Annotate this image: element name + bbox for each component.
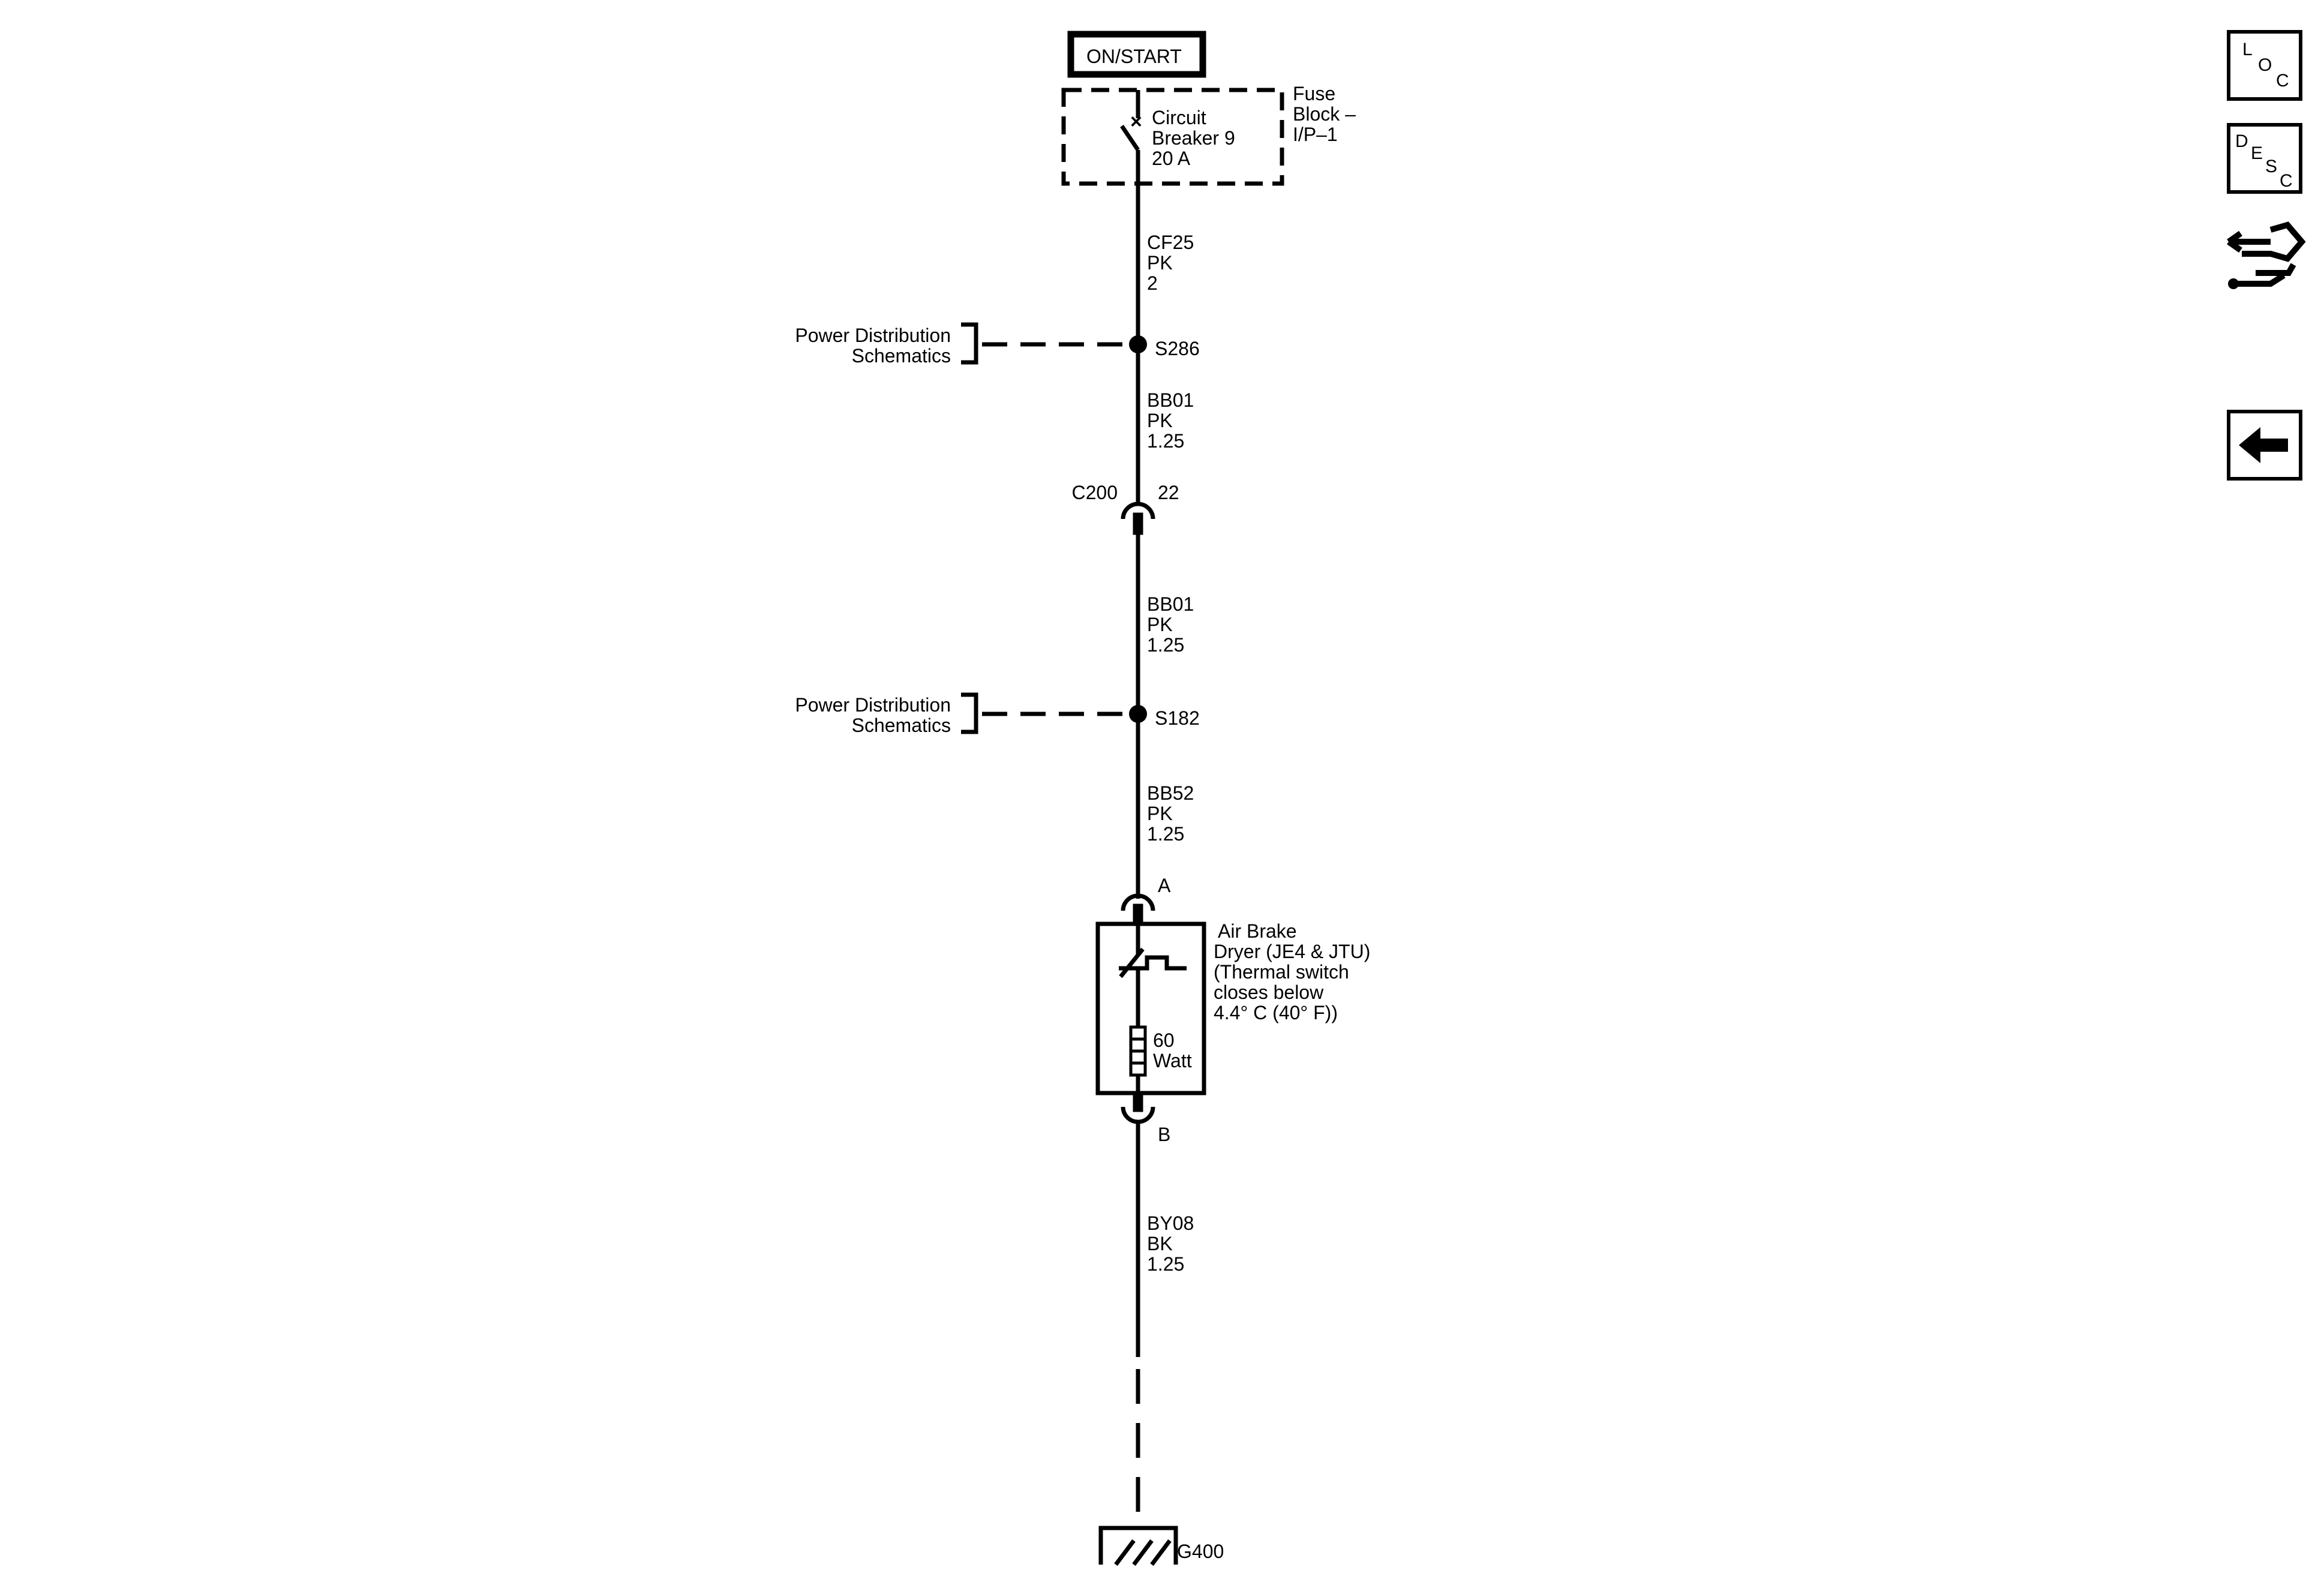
desc-letter-d: D [2235, 131, 2248, 151]
wire-2-size: 1.25 [1147, 634, 1184, 656]
breaker-blade [1120, 125, 1140, 151]
heater-label-2: Watt [1153, 1050, 1192, 1071]
heater-element-4 [1129, 1061, 1147, 1077]
pin-b-male [1133, 1091, 1143, 1112]
connector-end-view-button[interactable] [2223, 213, 2307, 297]
back-arrow-icon [2239, 427, 2288, 463]
power-mode-label: ON/START [1086, 46, 1182, 67]
s182-ref-line-2: Schematics [852, 715, 951, 736]
wire-2-color: PK [1147, 614, 1173, 635]
heater-element-2 [1129, 1037, 1147, 1053]
heater-element-1 [1129, 1025, 1147, 1041]
s182-ref-line-1: Power Distribution [795, 694, 951, 716]
component-name-2: Dryer (JE4 & JTU) [1214, 941, 1370, 962]
thermal-switch-contact [1119, 955, 1187, 971]
wire-2-circuit: BB01 [1147, 593, 1194, 615]
pin-b-label: B [1158, 1124, 1170, 1145]
connector-end-view-icon [2227, 221, 2306, 289]
component-name-3: (Thermal switch [1214, 961, 1349, 983]
wire-0-color: PK [1147, 252, 1173, 274]
component-name-1: Air Brake [1218, 920, 1297, 942]
wire-4-size: 1.25 [1147, 1253, 1184, 1275]
breaker-x-mark: × [1130, 110, 1142, 133]
desc-letter-e: E [2251, 143, 2263, 163]
wire-1-color: PK [1147, 410, 1173, 431]
wire-3-color: PK [1147, 803, 1173, 824]
heater-element-3 [1129, 1049, 1147, 1065]
desc-letter-c: C [2280, 171, 2293, 191]
connector-c200-pin: 22 [1158, 482, 1179, 503]
s286-ref-line-2: Schematics [852, 345, 951, 367]
wire-4-circuit: BY08 [1147, 1212, 1194, 1234]
wire-4-color: BK [1147, 1233, 1173, 1254]
connector-pin-b [1121, 1106, 1155, 1124]
wire-0-size: 2 [1147, 272, 1158, 294]
splice-s286-label: S286 [1155, 338, 1200, 359]
splice-s286 [1129, 335, 1147, 353]
connector-c200-id: C200 [1072, 482, 1118, 503]
power-mode-box [1067, 31, 1206, 78]
ground-hatch-1 [1114, 1539, 1136, 1566]
loc-letter-c: C [2276, 71, 2289, 91]
breaker-label-1: Circuit [1152, 107, 1206, 128]
wire-3-circuit: BB52 [1147, 782, 1194, 804]
wire-1-size: 1.25 [1147, 430, 1184, 452]
splice-s182-label: S182 [1155, 707, 1200, 729]
loc-letter-l: L [2242, 40, 2253, 59]
connector-c200-male [1133, 512, 1143, 535]
ground-hatch-2 [1132, 1539, 1154, 1566]
ground-hatch-3 [1150, 1539, 1172, 1566]
ground-symbol [1098, 1526, 1178, 1565]
component-name-4: closes below [1214, 981, 1324, 1003]
heater-label-1: 60 [1153, 1029, 1175, 1051]
wire-3-size: 1.25 [1147, 823, 1184, 845]
breaker-label-3: 20 A [1152, 148, 1191, 169]
thermal-switch-blade [1119, 947, 1145, 978]
desc-letter-s: S [2265, 157, 2277, 176]
connector-c200-female [1121, 502, 1155, 520]
wire-0-circuit: CF25 [1147, 232, 1194, 253]
desc-button[interactable]: D E S C [2227, 123, 2302, 194]
ground-label: G400 [1177, 1541, 1224, 1562]
fuse-block-label-1: Fuse [1293, 83, 1335, 104]
back-button[interactable] [2227, 410, 2302, 481]
loc-letter-o: O [2258, 55, 2272, 75]
pin-a-male [1133, 903, 1143, 926]
loc-button[interactable]: L O C [2227, 30, 2302, 101]
component-name-5: 4.4° C (40° F)) [1214, 1002, 1338, 1023]
pin-a-label: A [1158, 875, 1171, 896]
splice-s182 [1129, 705, 1147, 723]
air-brake-dryer-box [1095, 921, 1206, 1095]
s286-ref-bracket [961, 322, 978, 365]
connector-pin-a [1121, 893, 1155, 911]
fuse-block-label-3: I/P–1 [1293, 124, 1338, 145]
fuse-block-outline [1061, 88, 1284, 186]
fuse-block-label-2: Block – [1293, 103, 1356, 125]
breaker-label-2: Breaker 9 [1152, 127, 1235, 149]
s182-ref-bracket [961, 692, 978, 734]
wire-1-circuit: BB01 [1147, 389, 1194, 411]
s286-ref-line-1: Power Distribution [795, 325, 951, 346]
